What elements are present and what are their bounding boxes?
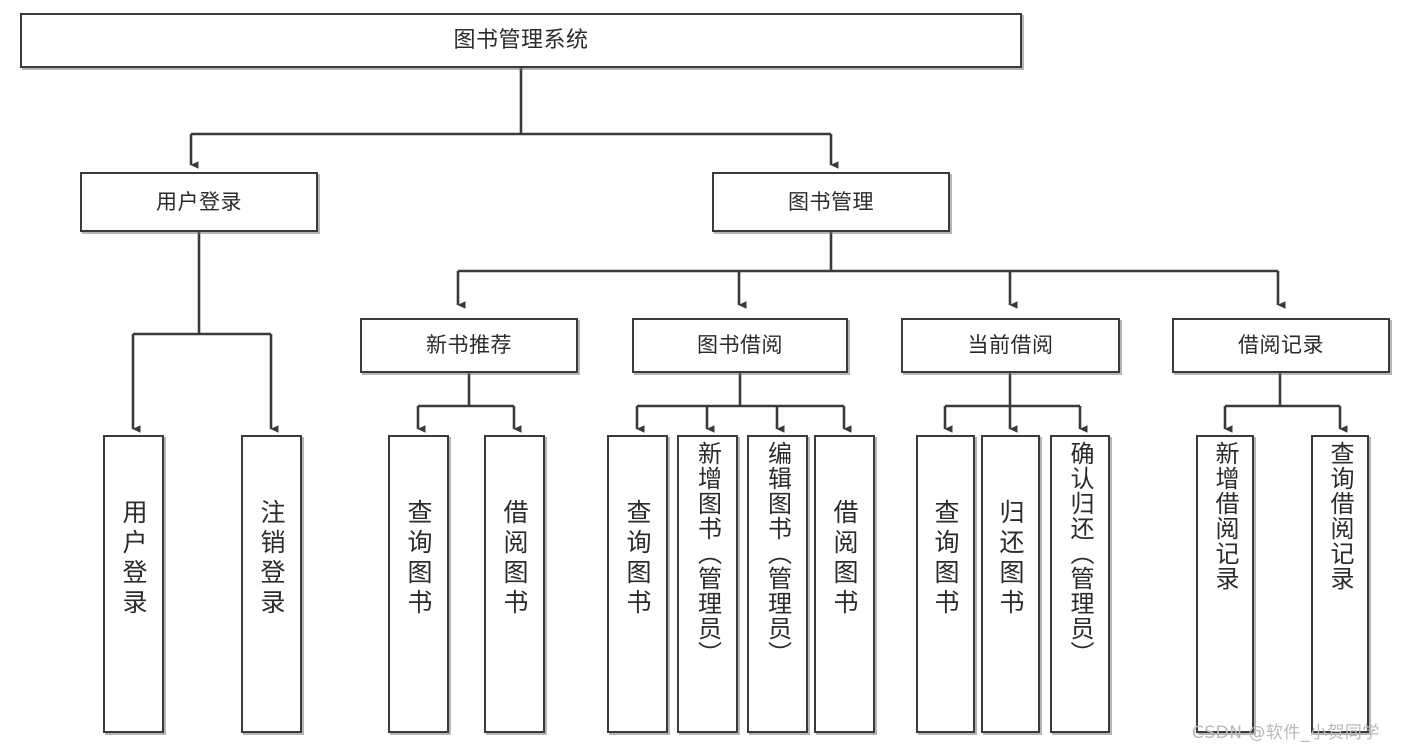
- node-label: 新书推荐: [426, 333, 512, 358]
- node-current-borrow[interactable]: 当前借阅: [901, 318, 1120, 373]
- node-label: 用户登录: [156, 189, 242, 214]
- node-book-management[interactable]: 图书管理: [712, 172, 950, 232]
- leaf-borrow-query-book[interactable]: 查询图书: [607, 435, 668, 733]
- node-label: 确认归还（管理员）: [1066, 441, 1094, 666]
- node-label: 编辑图书（管理员）: [763, 441, 792, 666]
- leaf-current-return-book[interactable]: 归还图书: [981, 435, 1040, 733]
- node-label: 图书借阅: [697, 333, 783, 358]
- node-label: 借阅记录: [1238, 333, 1324, 358]
- leaf-user-login-signout[interactable]: 注销登录: [241, 435, 302, 733]
- node-label: 归还图书: [996, 499, 1025, 619]
- node-book-borrow[interactable]: 图书借阅: [632, 318, 848, 373]
- node-label: 图书管理: [788, 189, 874, 214]
- leaf-record-add-record[interactable]: 新增借阅记录: [1196, 435, 1254, 733]
- node-label: 借阅图书: [500, 499, 529, 619]
- leaf-record-query-record[interactable]: 查询借阅记录: [1311, 435, 1369, 733]
- node-label: 当前借阅: [967, 333, 1054, 358]
- leaf-borrow-add-book-admin[interactable]: 新增图书（管理员）: [677, 435, 738, 733]
- node-user-login[interactable]: 用户登录: [80, 172, 318, 232]
- node-label: 注销登录: [257, 499, 286, 619]
- node-label: 借阅图书: [830, 499, 859, 619]
- csdn-watermark: CSDN @软件_小贺同学: [1192, 723, 1380, 743]
- leaf-new-book-borrow[interactable]: 借阅图书: [484, 435, 545, 733]
- leaf-new-book-query[interactable]: 查询图书: [388, 435, 449, 733]
- node-label: 用户登录: [119, 499, 148, 619]
- node-label: 新增图书（管理员）: [693, 441, 722, 666]
- node-label: 查询图书: [931, 499, 960, 619]
- leaf-current-query-book[interactable]: 查询图书: [916, 435, 975, 733]
- node-label: 图书管理系统: [453, 27, 589, 53]
- node-borrow-record[interactable]: 借阅记录: [1172, 318, 1390, 373]
- node-label: 查询借阅记录: [1326, 441, 1354, 591]
- leaf-current-confirm-return-admin[interactable]: 确认归还（管理员）: [1050, 435, 1110, 733]
- node-new-book-recommend[interactable]: 新书推荐: [360, 318, 578, 373]
- leaf-borrow-edit-book-admin[interactable]: 编辑图书（管理员）: [747, 435, 808, 733]
- leaf-user-login-signin[interactable]: 用户登录: [103, 435, 164, 733]
- node-label: 查询图书: [623, 499, 652, 619]
- node-root-system[interactable]: 图书管理系统: [20, 13, 1022, 68]
- leaf-borrow-borrow-book[interactable]: 借阅图书: [814, 435, 875, 733]
- node-label: 新增借阅记录: [1211, 441, 1239, 591]
- node-label: 查询图书: [404, 499, 433, 619]
